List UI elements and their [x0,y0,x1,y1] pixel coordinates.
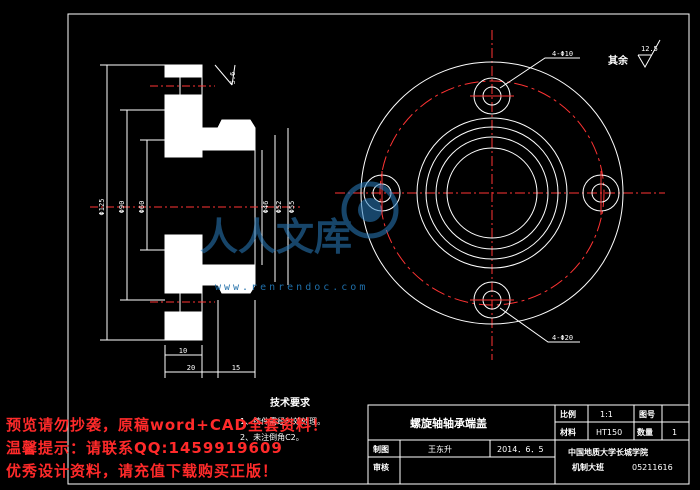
bolt-hole-top [470,77,514,115]
dim-dia-52: Φ52 [275,201,283,214]
watermark-line1: 预览请勿抄袭，原稿word+CAD全套资料！ [6,416,328,434]
hatch-boss-top [201,119,256,151]
scale-label: 比例 [560,409,576,419]
dim-len-15: 15 [232,364,240,372]
tech-req-title: 技术要求 [270,396,311,409]
hatch-top [164,64,203,78]
check-label: 审核 [373,462,389,472]
roughness-symbol [637,39,661,69]
dim-chamfer: 5.6 [229,72,237,85]
org-line2: 机制大班 [572,462,604,472]
watermark-logo-text: 人人文库 [200,215,352,259]
bolt-hole-bottom [470,281,514,319]
quantity-value: 1 [672,428,677,437]
drawn-name: 王东升 [428,444,452,454]
dim-dia-outer: Φ125 [98,199,106,216]
label-hole-top: 4-Φ10 [552,50,573,58]
dim-dia-90: Φ90 [118,201,126,214]
dim-len-20: 20 [187,364,195,372]
label-hole-bottom: 4-Φ20 [552,334,573,342]
drawn-date: 2014．6．5 [497,445,544,454]
watermark-line2: 温馨提示：请联系QQ:1459919609 [6,439,283,457]
watermark-url: www.renrendoc.com [215,282,369,293]
scale-value: 1:1 [600,410,613,419]
dim-dia-55: Φ55 [288,201,296,214]
student-no: 05211616 [632,463,673,472]
dim-dia-46: Φ46 [262,201,270,214]
roughness-value: 12.5 [641,45,658,53]
bolt-hole-right [582,171,620,215]
material-label: 材料 [560,427,576,437]
material-value: HT150 [596,428,622,437]
part-name: 螺旋轴轴承端盖 [410,416,487,430]
hatch-upper [164,94,203,158]
section-view [90,64,300,378]
dim-len-10: 10 [179,347,187,355]
quantity-label: 数量 [637,427,653,437]
roughness-note: 其余 [608,54,629,67]
front-view [335,30,665,360]
outer-circle [360,61,624,325]
hatch-lower [164,234,203,294]
drawn-label: 制图 [373,444,389,454]
org-line1: 中国地质大学长城学院 [568,447,648,457]
tech-req-item2: 2、未注倒角C2。 [240,432,304,442]
hatch-bottom [164,311,203,341]
hatch-boss-bottom [201,264,256,294]
drawing-no-label: 图号 [639,410,655,419]
watermark-line3: 优秀设计资料，请充值下载购买正版！ [6,462,279,480]
title-block [367,404,690,485]
watermark-logo: 人人文库 [200,181,399,259]
dim-dia-60: Φ60 [138,201,146,214]
tech-req-item1: 1、铸件需经时效处理。 [240,416,325,426]
